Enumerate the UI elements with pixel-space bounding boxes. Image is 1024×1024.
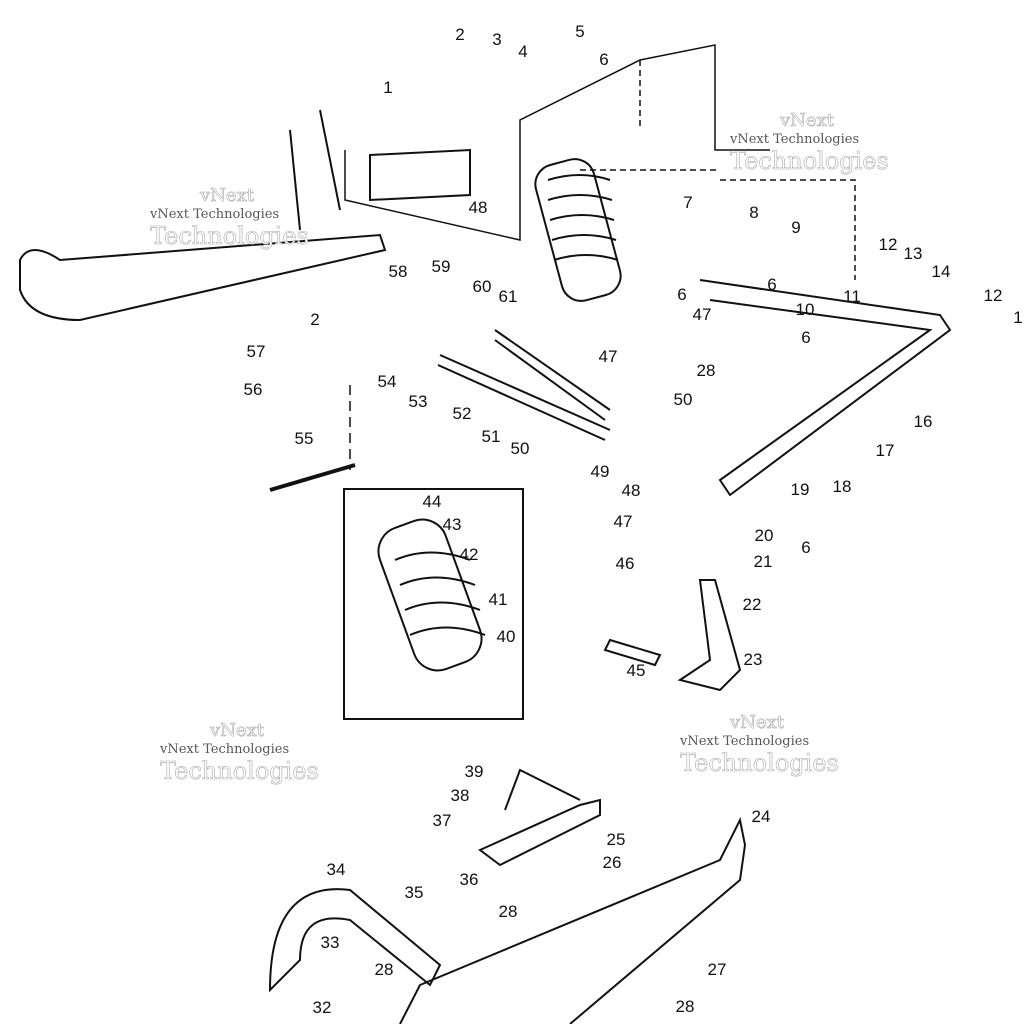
callout-label: 34 xyxy=(326,860,346,879)
callout-label: 45 xyxy=(626,661,646,680)
callout-label: 14 xyxy=(931,262,951,281)
callout-label: 43 xyxy=(442,515,462,534)
spindle xyxy=(677,579,742,692)
callout-label: 28 xyxy=(696,361,716,380)
callout-label: 23 xyxy=(743,650,763,669)
callout-label: 7 xyxy=(683,193,693,212)
callout-label: 51 xyxy=(481,427,501,446)
callout-label: 28 xyxy=(675,997,695,1016)
callout-label: 3 xyxy=(492,30,502,49)
bulkhead-outline xyxy=(344,44,770,241)
a-arm xyxy=(699,279,952,497)
bushing-45 xyxy=(603,638,662,667)
bolt-55 xyxy=(269,463,356,492)
callout-label: 6 xyxy=(599,50,609,69)
callout-label: 6 xyxy=(767,275,777,294)
callout-label: 11 xyxy=(843,287,861,306)
callout-label: 9 xyxy=(791,218,801,237)
callout-label: 41 xyxy=(488,590,508,609)
left-ski xyxy=(19,233,387,322)
ski-loop xyxy=(268,888,442,993)
callout-label: 47 xyxy=(692,305,712,324)
callout-label: 12 xyxy=(878,235,898,254)
shock-absorber-main xyxy=(534,158,622,302)
callout-label: 13 xyxy=(903,244,923,263)
callout-label: 44 xyxy=(422,492,442,511)
callout-label: 40 xyxy=(496,627,516,646)
callout-label: 50 xyxy=(510,439,530,458)
ski-saddle xyxy=(478,798,601,867)
callout-label: 36 xyxy=(459,870,479,889)
callout-label: 6 xyxy=(677,285,687,304)
callout-label: 32 xyxy=(312,998,332,1017)
shock-inset-box xyxy=(343,488,524,720)
callout-label: 61 xyxy=(498,287,518,306)
callout-label: 6 xyxy=(801,538,811,557)
rod-52 xyxy=(437,354,611,441)
callout-label: 48 xyxy=(621,481,641,500)
callout-label: 25 xyxy=(606,830,626,849)
callout-label: 49 xyxy=(590,462,610,481)
callout-label: 1 xyxy=(1013,308,1023,327)
callout-label: 24 xyxy=(751,807,771,826)
callout-label: 2 xyxy=(310,310,320,329)
callout-label: 60 xyxy=(472,277,492,296)
callout-label: 16 xyxy=(913,412,933,431)
callout-label: 59 xyxy=(431,257,451,276)
callout-label: 57 xyxy=(246,342,266,361)
callout-label: 1 xyxy=(383,78,393,97)
callout-label: 8 xyxy=(749,203,759,222)
callout-label: 46 xyxy=(615,554,635,573)
callout-label: 4 xyxy=(518,42,528,61)
callout-label: 54 xyxy=(377,372,397,391)
callout-label: 42 xyxy=(459,545,479,564)
callout-label: 26 xyxy=(602,853,622,872)
callout-label: 39 xyxy=(464,762,484,781)
callout-label: 28 xyxy=(498,902,518,921)
callout-label: 52 xyxy=(452,404,472,423)
callout-label: 56 xyxy=(243,380,263,399)
callout-label: 21 xyxy=(753,552,773,571)
callout-label: 17 xyxy=(875,441,895,460)
callout-label: 2 xyxy=(455,25,465,44)
callout-label: 27 xyxy=(707,960,727,979)
callout-label: 38 xyxy=(450,786,470,805)
callout-label: 35 xyxy=(404,883,424,902)
rod-51 xyxy=(494,329,611,421)
callout-label: 47 xyxy=(598,347,618,366)
callout-label: 47 xyxy=(613,512,633,531)
callout-label: 19 xyxy=(790,480,810,499)
callout-label: 58 xyxy=(388,262,408,281)
callout-label: 33 xyxy=(320,933,340,952)
bracket xyxy=(369,148,471,202)
callout-label: 22 xyxy=(742,595,762,614)
callout-label: 12 xyxy=(983,286,1003,305)
callout-label: 28 xyxy=(374,960,394,979)
callout-label: 37 xyxy=(432,811,452,830)
callout-label: 48 xyxy=(468,198,488,217)
shock-absorber-inset xyxy=(377,518,486,672)
callout-label: 10 xyxy=(795,300,815,319)
callout-label: 53 xyxy=(408,392,428,411)
callout-label: 50 xyxy=(673,390,693,409)
ski xyxy=(268,768,747,1024)
callout-label: 6 xyxy=(801,328,811,347)
callout-label: 18 xyxy=(832,477,852,496)
callout-label: 5 xyxy=(575,22,585,41)
callout-label: 20 xyxy=(754,526,774,545)
callout-label: 55 xyxy=(294,429,314,448)
